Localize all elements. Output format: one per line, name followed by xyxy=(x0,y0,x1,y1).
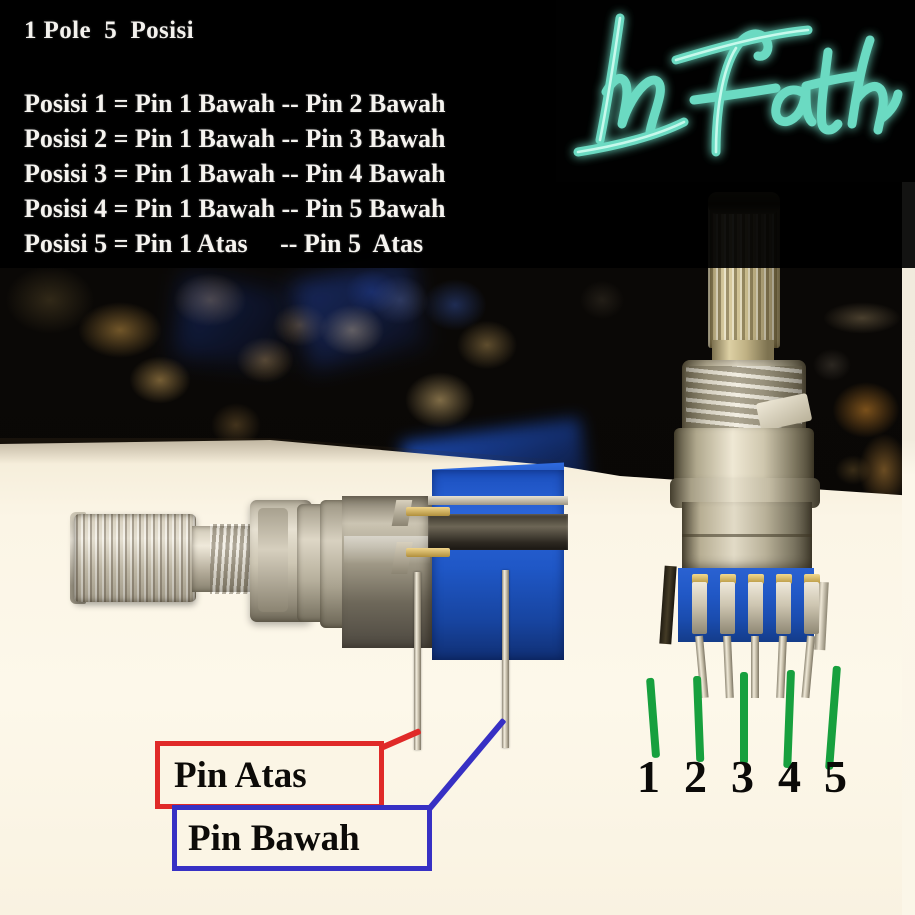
metal-body-seam xyxy=(682,534,812,537)
pin-bawah-label-box: Pin Bawah xyxy=(172,805,432,871)
pin-atas-label-text: Pin Atas xyxy=(174,754,307,796)
background-blue-shape-c xyxy=(172,276,294,372)
position-line: Posisi 1 = Pin 1 Bawah -- Pin 2 Bawah xyxy=(24,89,446,118)
position-line: Posisi 3 = Pin 1 Bawah -- Pin 4 Bawah xyxy=(24,159,446,188)
pin-number-label: 4 xyxy=(778,751,801,802)
pin-bawah-lead xyxy=(502,570,509,748)
brand-logo xyxy=(556,0,915,182)
metal-body-vertical xyxy=(682,502,812,572)
pin-terminal xyxy=(692,582,707,634)
pin-terminal xyxy=(748,582,763,634)
side-lead-dark xyxy=(659,565,677,645)
pin-number-label: 5 xyxy=(824,751,847,802)
gold-pin-upper xyxy=(406,507,450,516)
position-line: Posisi 5 = Pin 1 Atas -- Pin 5 Atas xyxy=(24,229,424,258)
pin-lead xyxy=(723,635,734,699)
pin-terminal xyxy=(776,582,791,634)
pin-terminal xyxy=(804,582,819,634)
pin-number-label: 1 xyxy=(637,751,660,802)
potentiometer-vertical xyxy=(640,190,870,710)
potentiometer-horizontal xyxy=(62,452,568,752)
pin-atas-label-box: Pin Atas xyxy=(155,741,384,809)
header-overlay-patch-title xyxy=(0,0,382,33)
pin-gold-tip xyxy=(692,574,708,584)
page-title: 1 Pole 5 Posisi xyxy=(24,17,194,44)
pin-number-label: 2 xyxy=(684,751,707,802)
pin-bawah-label-text: Pin Bawah xyxy=(188,817,360,859)
pin-lead xyxy=(801,635,815,699)
pin-number-label: 3 xyxy=(731,751,754,802)
position-line: Posisi 4 = Pin 1 Bawah -- Pin 5 Bawah xyxy=(24,194,446,223)
pin-atas-lead xyxy=(414,572,421,750)
pin-gold-tip xyxy=(720,574,736,584)
pin-terminal xyxy=(720,582,735,634)
knurled-shaft xyxy=(74,514,196,602)
infath-neon-svg xyxy=(573,13,903,157)
housing-band-upper xyxy=(428,496,568,505)
pin-number-line xyxy=(740,672,748,764)
hex-nut-face xyxy=(258,508,288,612)
pin-lead xyxy=(751,636,759,698)
header-overlay-patch-list xyxy=(0,168,640,238)
housing-band xyxy=(428,514,568,550)
pin-gold-tip xyxy=(776,574,792,584)
header-overlay-patch-main xyxy=(0,0,556,200)
position-line: Posisi 2 = Pin 1 Bawah -- Pin 3 Bawah xyxy=(24,124,446,153)
pin-gold-tip xyxy=(748,574,764,584)
pin-gold-tip xyxy=(804,574,820,584)
gold-pin-lower xyxy=(406,548,450,557)
